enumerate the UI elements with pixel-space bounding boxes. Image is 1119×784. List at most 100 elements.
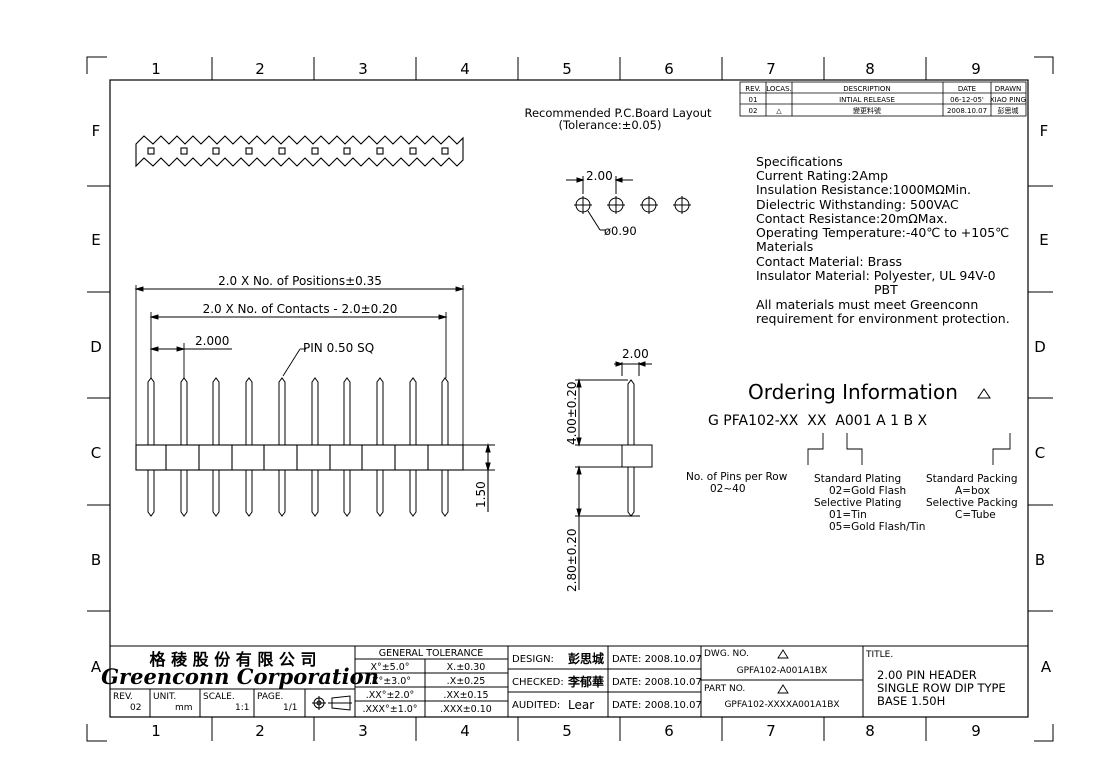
revision-table-text: REV. LOCAS. DESCRIPTION DATE DRAWN 01 IN… <box>745 85 1026 115</box>
packing-line: A=box <box>955 485 990 497</box>
scale-label: SCALE. <box>203 692 235 702</box>
row-label: F <box>1040 122 1049 140</box>
design-date: DATE: 2008.10.07 <box>612 654 702 665</box>
top-view-header <box>135 135 464 168</box>
description-cell: INTIAL RELEASE <box>839 96 895 104</box>
plating-options: Standard Plating 02=Gold Flash Selective… <box>814 473 925 533</box>
company-name-en: Greenconn Corporation <box>101 664 379 689</box>
col-label: 8 <box>865 60 875 78</box>
locas-header: LOCAS. <box>766 85 792 93</box>
date-header: DATE <box>958 85 976 93</box>
ordering-leaders <box>807 433 1011 465</box>
scale-value: 1:1 <box>235 703 249 713</box>
dwg-value: GPFA102-A001A1BX <box>737 666 828 676</box>
checked-date: DATE: 2008.10.07 <box>612 677 702 688</box>
spec-heading: Specifications <box>756 154 843 169</box>
rev-cell: 01 <box>749 96 758 104</box>
col-label: 2 <box>255 722 265 740</box>
date-cell: 06-12-05' <box>950 96 984 104</box>
row-label: D <box>90 338 102 356</box>
row-label: A <box>91 658 102 676</box>
front-view-dimensions <box>134 285 465 445</box>
tolerance-table: GENERAL TOLERANCE X°±5.0° X.±0.30 .X°±3.… <box>362 648 491 715</box>
drawn-cell: XIAO PING <box>990 96 1026 104</box>
audited-name: Lear <box>568 698 594 712</box>
col-label: 5 <box>562 722 572 740</box>
spec-line: Current Rating:2Amp <box>756 168 888 183</box>
row-label: E <box>91 231 100 249</box>
col-label: 4 <box>460 722 470 740</box>
title-block-warning-icons <box>777 649 789 694</box>
revision-table <box>739 81 1027 117</box>
col-label: 1 <box>151 60 161 78</box>
spec-line: All materials must meet Greenconn <box>756 297 978 312</box>
col-label: 9 <box>971 722 981 740</box>
row-labels-left: F E D C B A <box>90 122 102 676</box>
col-label: 7 <box>766 60 776 78</box>
page-value: 1/1 <box>283 703 297 713</box>
tolerance-cell: .XXX°±1.0° <box>362 704 417 715</box>
dim-contacts: 2.0 X No. of Contacts - 2.0±0.20 <box>203 302 398 316</box>
spec-line: requirement for environment protection. <box>756 311 1010 326</box>
spec-line: Contact Material: Brass <box>756 254 902 269</box>
col-label: 8 <box>865 722 875 740</box>
packing-line: Selective Packing <box>926 497 1018 509</box>
plating-line: 02=Gold Flash <box>829 485 906 497</box>
col-label: 7 <box>766 722 776 740</box>
col-label: 3 <box>358 722 368 740</box>
row-label: B <box>91 551 101 569</box>
col-label: 5 <box>562 60 572 78</box>
unit-value: mm <box>175 703 193 713</box>
locas-cell: △ <box>776 107 782 115</box>
pins-range: 02~40 <box>710 483 746 495</box>
row-label: A <box>1041 658 1052 676</box>
plating-line: 01=Tin <box>829 509 867 521</box>
page-label: PAGE. <box>257 692 283 702</box>
front-view-pins <box>147 377 449 517</box>
design-label: DESIGN: <box>512 654 554 665</box>
drawn-cell: 彭思城 <box>998 106 1019 115</box>
checked-name: 李郁華 <box>567 674 604 689</box>
dwg-label: DWG. NO. <box>704 649 749 659</box>
ordering-warning-icon <box>977 388 991 399</box>
pcb-layout-title: Recommended P.C.Board Layout <box>524 106 712 120</box>
drawn-header: DRAWN <box>995 85 1022 93</box>
row-label: E <box>1039 231 1048 249</box>
tolerance-cell: X.±0.30 <box>447 662 486 673</box>
tolerance-header: GENERAL TOLERANCE <box>379 648 484 659</box>
side-view <box>575 361 653 590</box>
spec-line: Materials <box>756 239 813 254</box>
title-line: BASE 1.50H <box>877 694 945 708</box>
outer-frame-corners <box>86 56 1054 742</box>
checked-label: CHECKED: <box>512 677 564 688</box>
row-labels-right: F E D C B A <box>1034 122 1052 676</box>
tolerance-cell: .XX±0.15 <box>443 690 488 701</box>
company-name-cn: 格 稜 股 份 有 限 公 司 <box>150 650 317 669</box>
description-cell: 變更料號 <box>853 106 881 115</box>
drawing-number-fields: DWG. NO. GPFA102-A001A1BX PART NO. GPFA1… <box>704 649 840 710</box>
design-name: 彭思城 <box>568 651 604 666</box>
spec-line: Insulation Resistance:1000MΩMin. <box>756 182 971 197</box>
tolerance-cell: .X±0.25 <box>447 676 486 687</box>
dim-base-height: 1.50 <box>474 481 488 508</box>
col-label: 6 <box>664 722 674 740</box>
tolerance-cell: .XX°±2.0° <box>366 690 415 701</box>
spec-line: Insulator Material: Polyester, UL 94V-0 <box>756 268 996 283</box>
packing-line: C=Tube <box>955 509 996 521</box>
title-line: 2.00 PIN HEADER <box>877 668 977 682</box>
spec-line: Operating Temperature:-40℃ to +105℃ <box>756 225 1009 240</box>
audited-date: DATE: 2008.10.07 <box>612 700 702 711</box>
tolerance-cell: .X°±3.0° <box>369 676 411 687</box>
col-label: 1 <box>151 722 161 740</box>
row-label: C <box>91 444 101 462</box>
packing-line: Standard Packing <box>926 473 1018 485</box>
side-top-dim: 4.00±0.20 <box>565 382 579 446</box>
rev-value: 02 <box>130 703 141 713</box>
ordering-title: Ordering Information <box>748 380 958 404</box>
drawing-title: 2.00 PIN HEADER SINGLE ROW DIP TYPE BASE… <box>877 668 1006 708</box>
row-label: F <box>92 122 101 140</box>
title-block-small-fields: REV. 02 UNIT. mm SCALE. 1:1 PAGE. 1/1 <box>113 692 297 713</box>
specifications-block: Specifications Current Rating:2Amp Insul… <box>756 154 1010 326</box>
rev-label: REV. <box>113 692 133 702</box>
